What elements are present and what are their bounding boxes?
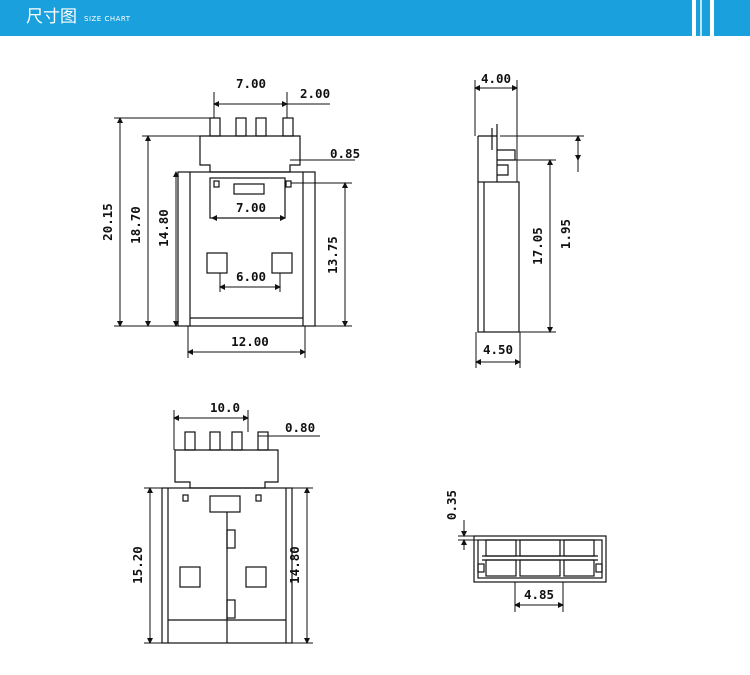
back-view-dims — [144, 410, 320, 644]
side-view — [477, 124, 520, 333]
dim-shell-height: 14.80 — [156, 209, 171, 247]
side-view-dims — [474, 80, 584, 368]
side-view-labels: 4.00 17.05 1.95 4.50 — [481, 71, 573, 357]
back-housing — [174, 449, 279, 489]
dim-body-height-a: 18.70 — [128, 206, 143, 244]
back-latch-2 — [226, 599, 236, 619]
center-slot — [233, 183, 265, 195]
tab-right — [285, 180, 292, 188]
side-body — [477, 181, 520, 333]
front-view-dims — [114, 92, 355, 358]
back-window-left — [179, 566, 201, 588]
dim-notch: 1.95 — [558, 219, 573, 249]
header-title: 尺寸图 — [26, 7, 77, 27]
end-view — [473, 535, 607, 583]
window-right — [271, 252, 293, 274]
pin-housing — [199, 135, 301, 173]
dim-end-inner-width: 4.85 — [524, 587, 554, 602]
back-tab-left — [182, 494, 189, 502]
back-view — [161, 431, 293, 644]
pin-2 — [235, 117, 247, 137]
back-view-labels: 10.0 0.80 15.20 14.80 — [130, 400, 315, 584]
technical-drawing: 7.00 2.00 0.85 7.00 6.00 20.15 18.70 14.… — [100, 71, 607, 644]
dim-end-wall: 0.35 — [444, 490, 459, 520]
dim-back-left-height: 15.20 — [130, 546, 145, 584]
pin-1 — [209, 117, 221, 137]
dim-slot-width: 7.00 — [236, 200, 266, 215]
back-pin-4 — [257, 431, 269, 451]
pin-4 — [282, 117, 294, 137]
dim-back-pins-width: 10.0 — [210, 400, 240, 415]
back-slot — [209, 495, 241, 513]
dim-top-width: 4.00 — [481, 71, 511, 86]
shell-body — [177, 171, 316, 327]
end-view-labels: 0.35 4.85 — [444, 490, 554, 602]
header-subtitle: SIZE CHART — [84, 15, 131, 23]
back-pin-2 — [209, 431, 221, 451]
dim-right-height: 13.75 — [325, 236, 340, 274]
back-latch-1 — [226, 529, 236, 549]
front-view-labels: 7.00 2.00 0.85 7.00 6.00 20.15 18.70 14.… — [100, 76, 360, 349]
header-stripe-2 — [710, 0, 714, 36]
back-pin-1 — [184, 431, 196, 451]
tab-left — [213, 180, 220, 188]
back-window-right — [245, 566, 267, 588]
dim-pin-pitch: 2.00 — [300, 86, 330, 101]
back-tab-right — [255, 494, 262, 502]
dim-body-width: 12.00 — [231, 334, 269, 349]
dim-tab-offset: 0.85 — [330, 146, 360, 161]
dim-back-right-height: 14.80 — [287, 546, 302, 584]
dim-bottom-width: 4.50 — [483, 342, 513, 357]
window-left — [206, 252, 228, 274]
header-bar: 尺寸图 SIZE CHART — [0, 0, 750, 36]
front-view — [177, 117, 316, 327]
dim-side-height: 17.05 — [530, 227, 545, 265]
header-stripe-3 — [700, 0, 702, 36]
back-pin-3 — [231, 431, 243, 451]
dim-pins-width: 7.00 — [236, 76, 266, 91]
dim-total-height: 20.15 — [100, 203, 115, 241]
pin-3 — [255, 117, 267, 137]
dim-back-pin-offset: 0.80 — [285, 420, 315, 435]
end-view-dims — [458, 520, 564, 612]
dim-window-spacing: 6.00 — [236, 269, 266, 284]
header-stripe-1 — [692, 0, 696, 36]
end-outer — [473, 535, 607, 583]
